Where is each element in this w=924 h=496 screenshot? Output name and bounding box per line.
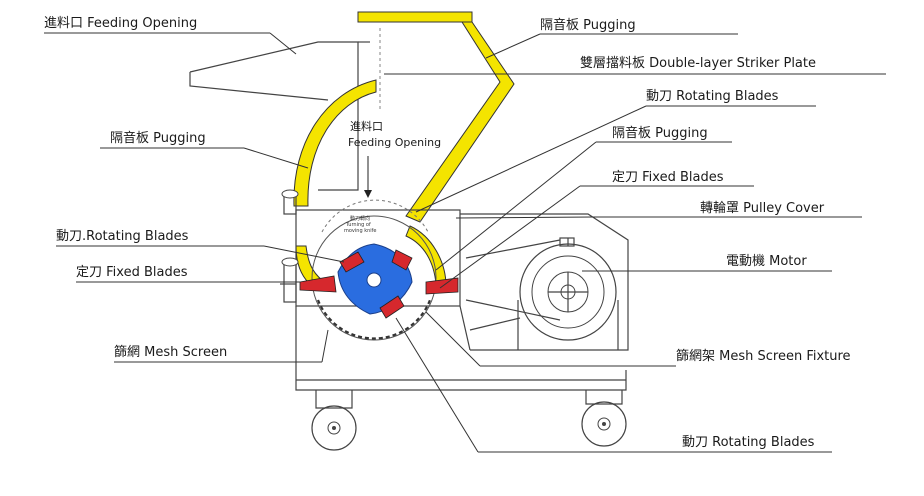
- label-pugging-left: 隔音板 Pugging: [110, 130, 206, 146]
- left-clamps: [280, 189, 299, 303]
- label-feeding-opening-inner-en: Feeding Opening: [348, 136, 441, 149]
- label-rotating-blades-bottom: 動刀 Rotating Blades: [682, 435, 815, 450]
- label-rotating-blades-top: 動刀 Rotating Blades: [646, 89, 779, 104]
- label-fixed-blades-left: 定刀 Fixed Blades: [76, 265, 188, 280]
- label-pugging-top: 隔音板 Pugging: [540, 17, 636, 33]
- label-pugging-right: 隔音板 Pugging: [612, 125, 708, 141]
- label-motor: 電動機 Motor: [726, 254, 807, 269]
- rotor-note-en-1: Turning of: [345, 222, 371, 228]
- label-rotating-blades-left: 動刀.Rotating Blades: [56, 229, 189, 244]
- crusher-housing: [295, 209, 629, 391]
- label-feeding-opening-inner-zh: 進料口: [350, 119, 383, 133]
- pugging-panels: [293, 11, 515, 287]
- rotor-note-en-2: moving knife: [344, 228, 377, 234]
- label-striker-plate: 雙層擋料板 Double-layer Striker Plate: [580, 56, 816, 71]
- motor-assembly: [465, 237, 619, 350]
- label-pulley-cover: 轉輪罩 Pulley Cover: [700, 200, 825, 216]
- label-mesh-screen: 篩網 Mesh Screen: [114, 345, 227, 360]
- label-fixed-blades-right: 定刀 Fixed Blades: [612, 170, 724, 185]
- feed-hopper: [189, 28, 381, 191]
- rotor-note-zh: 動刀轉向: [350, 215, 370, 222]
- label-mesh-screen-fixture: 篩網架 Mesh Screen Fixture: [676, 349, 851, 364]
- casters: [311, 390, 627, 451]
- labels: 進料口 Feeding Opening 隔音板 Pugging 雙層擋料板 Do…: [44, 16, 851, 450]
- crushing-chamber: 動刀轉向 Turning of moving knife: [299, 156, 459, 341]
- label-feeding-opening: 進料口 Feeding Opening: [44, 16, 197, 31]
- leader-lines: [44, 32, 886, 453]
